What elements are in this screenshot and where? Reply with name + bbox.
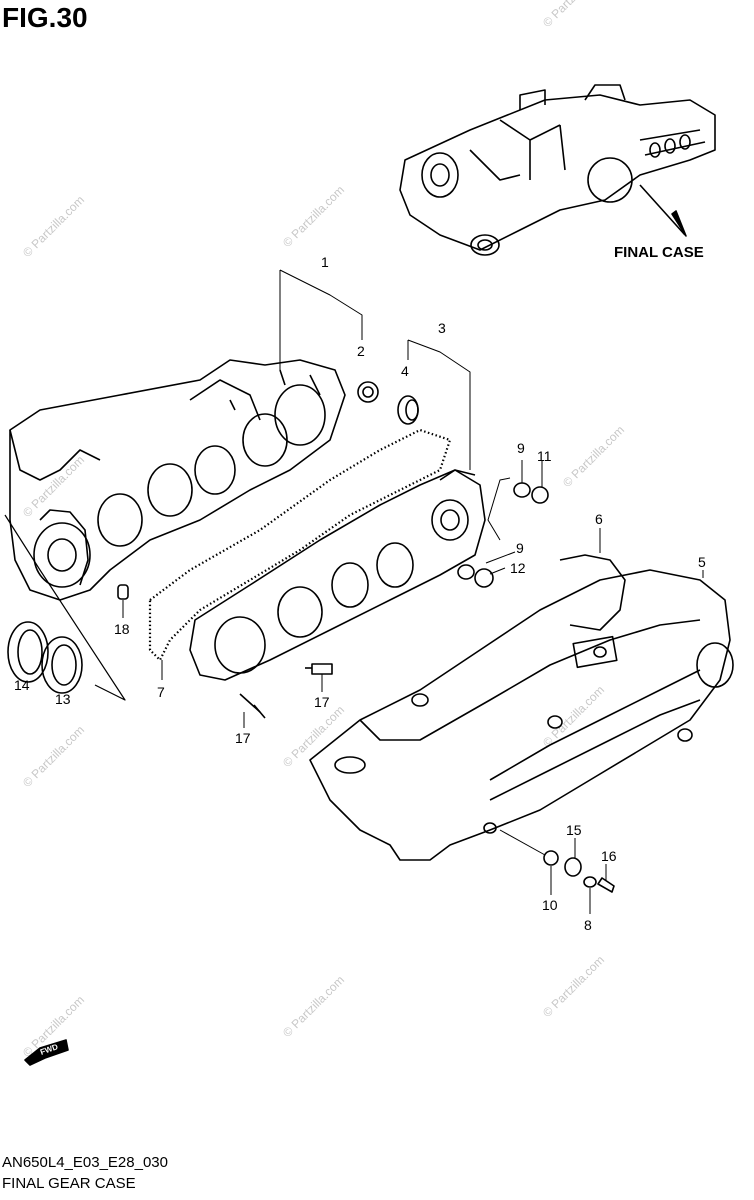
callout-15: 15 — [566, 822, 582, 838]
leader-line — [4, 514, 126, 701]
final-case-assembly — [399, 84, 716, 256]
callout-16: 16 — [601, 848, 617, 864]
oil-seal-13 — [41, 636, 83, 694]
callout-7: 7 — [157, 684, 165, 700]
bolt-16 — [597, 877, 615, 893]
leader-line — [550, 838, 607, 914]
final-gear-case-right — [189, 469, 486, 681]
fwd-arrow-icon — [24, 1039, 69, 1066]
o-ring-9b — [457, 564, 475, 580]
washer-8 — [583, 876, 597, 888]
leader-line — [487, 477, 511, 541]
callout-11: 11 — [537, 448, 552, 464]
callout-12: 12 — [510, 560, 526, 576]
callout-3: 3 — [438, 320, 446, 336]
bolt-17b — [239, 693, 266, 719]
callout-2: 2 — [357, 343, 365, 359]
callout-17: 17 — [314, 694, 330, 710]
plug-11 — [531, 486, 549, 504]
o-ring-9 — [513, 482, 531, 498]
bearing-4 — [397, 395, 419, 425]
callout-4: 4 — [401, 363, 409, 379]
final-gear-cover-5 — [309, 569, 734, 861]
collar-10 — [543, 850, 559, 866]
oil-seal-14 — [7, 621, 49, 683]
model-code: AN650L4_E03_E28_030 — [2, 1154, 168, 1171]
callout-17b: 17 — [235, 730, 251, 746]
grommet-15 — [564, 857, 582, 877]
callout-6: 6 — [595, 511, 603, 527]
leader-line — [485, 551, 516, 575]
figure-title: FIG.30 — [2, 2, 88, 33]
bearing-2 — [357, 381, 379, 403]
bracket-9-11 — [521, 460, 543, 487]
callout-9b: 9 — [516, 540, 524, 556]
cover-plate-6 — [559, 554, 626, 631]
callout-10: 10 — [542, 897, 558, 913]
callout-9: 9 — [517, 440, 525, 456]
bracket-1 — [279, 269, 363, 370]
plug-12 — [474, 568, 494, 588]
bracket-3 — [407, 339, 471, 470]
callout-5: 5 — [698, 554, 706, 570]
callout-8: 8 — [584, 917, 592, 933]
callout-13: 13 — [55, 691, 71, 707]
callout-18: 18 — [114, 621, 130, 637]
leader-line — [499, 829, 546, 856]
final-gear-case-left — [9, 359, 346, 601]
dowel-pin-18 — [117, 584, 129, 600]
callout-14: 14 — [14, 677, 30, 693]
figure-name: FINAL GEAR CASE — [2, 1175, 136, 1192]
callout-1: 1 — [321, 254, 329, 270]
final-case-label: FINAL CASE — [614, 244, 704, 261]
bolt-17 — [305, 663, 333, 675]
